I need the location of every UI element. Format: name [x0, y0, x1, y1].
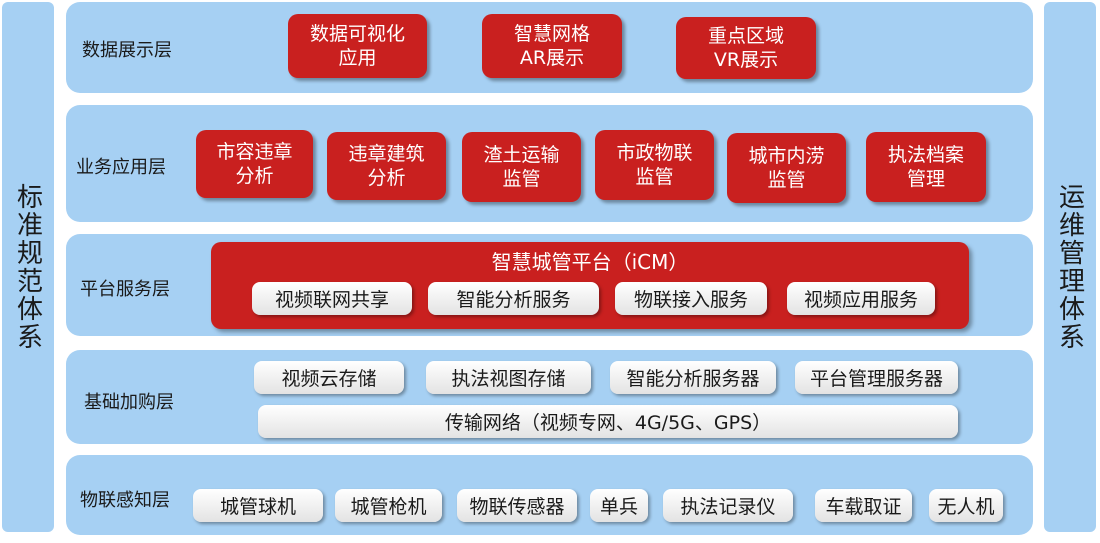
platform-service: 物联接入服务 — [615, 282, 767, 315]
iot-device: 执法记录仪 — [663, 489, 793, 522]
iot-layer-label: 物联感知层 — [80, 490, 170, 511]
infrastructure-item: 平台管理服务器 — [795, 361, 958, 394]
platform-layer-label: 平台服务层 — [80, 279, 170, 300]
platform-service: 视频联网共享 — [252, 282, 412, 315]
iot-device: 城管球机 — [193, 489, 323, 522]
business-item: 渣土运输 监管 — [462, 132, 581, 202]
display-layer-label: 数据展示层 — [82, 40, 172, 61]
platform-service: 智能分析服务 — [428, 282, 599, 315]
infrastructure-item: 视频云存储 — [254, 361, 404, 394]
operations-column: 运维管理体系 — [1044, 2, 1096, 532]
infrastructure-item: 智能分析服务器 — [610, 361, 776, 394]
iot-device: 无人机 — [929, 489, 1003, 522]
platform-service: 视频应用服务 — [787, 282, 935, 315]
infrastructure-item: 执法视图存储 — [426, 361, 591, 394]
standards-column: 标准规范体系 — [2, 2, 54, 532]
business-item: 违章建筑 分析 — [327, 132, 446, 200]
operations-label: 运维管理体系 — [1054, 183, 1085, 351]
display-item: 数据可视化 应用 — [288, 14, 427, 78]
iot-device: 车载取证 — [815, 489, 912, 522]
business-item: 执法档案 管理 — [866, 132, 986, 202]
infrastructure-layer-label: 基础加购层 — [84, 392, 174, 413]
display-item: 智慧网格 AR展示 — [482, 14, 622, 78]
iot-device: 单兵 — [590, 489, 648, 522]
business-item: 城市内涝 监管 — [727, 133, 846, 203]
business-item: 市政物联 监管 — [595, 130, 714, 200]
transport-network: 传输网络（视频专网、4G/5G、GPS） — [258, 405, 958, 438]
standards-label: 标准规范体系 — [12, 183, 43, 351]
business-item: 市容违章 分析 — [196, 130, 313, 198]
business-layer-label: 业务应用层 — [76, 157, 166, 178]
iot-device: 城管枪机 — [335, 489, 442, 522]
iot-device: 物联传感器 — [457, 489, 577, 522]
platform-title: 智慧城管平台（iCM） — [491, 250, 689, 274]
display-item: 重点区域 VR展示 — [676, 17, 816, 79]
